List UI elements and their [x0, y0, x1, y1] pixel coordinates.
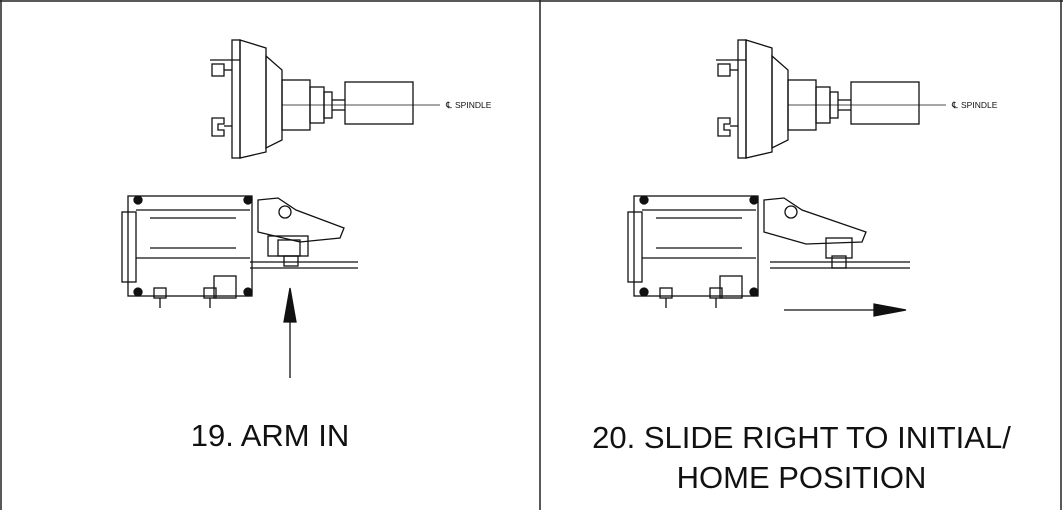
- arm-assembly: [763, 197, 910, 269]
- spindle-centerline-symbol: ℄: [445, 100, 452, 110]
- step-19-panel: ℄ SPINDLE 19. ARM IN: [121, 39, 492, 453]
- spindle-label: SPINDLE: [455, 100, 492, 110]
- spindle-head: [210, 39, 440, 159]
- step-19-caption: 19. ARM IN: [190, 418, 350, 453]
- spindle-centerline-symbol: ℄: [951, 100, 958, 110]
- arm-assembly: [250, 197, 358, 269]
- step-20-panel: ℄ SPINDLE 20. SLIDE RIGHT TO INITIAL/ HO…: [540, 0, 1063, 510]
- spindle-head: [716, 39, 946, 159]
- step-20-caption-line2: HOME POSITION: [676, 460, 927, 495]
- tool-changer-body: [627, 195, 759, 308]
- step-19-drawing: ℄ SPINDLE: [121, 39, 492, 378]
- arrow-right-icon: [784, 303, 907, 317]
- step-20-caption-line1: 20. SLIDE RIGHT TO INITIAL/: [592, 420, 1011, 455]
- step-20-drawing: ℄ SPINDLE: [627, 39, 998, 317]
- tool-changer-body: [121, 195, 253, 308]
- step-20-caption: 20. SLIDE RIGHT TO INITIAL/ HOME POSITIO…: [540, 418, 1063, 498]
- spindle-label: SPINDLE: [961, 100, 998, 110]
- arrow-up-icon: [283, 287, 297, 378]
